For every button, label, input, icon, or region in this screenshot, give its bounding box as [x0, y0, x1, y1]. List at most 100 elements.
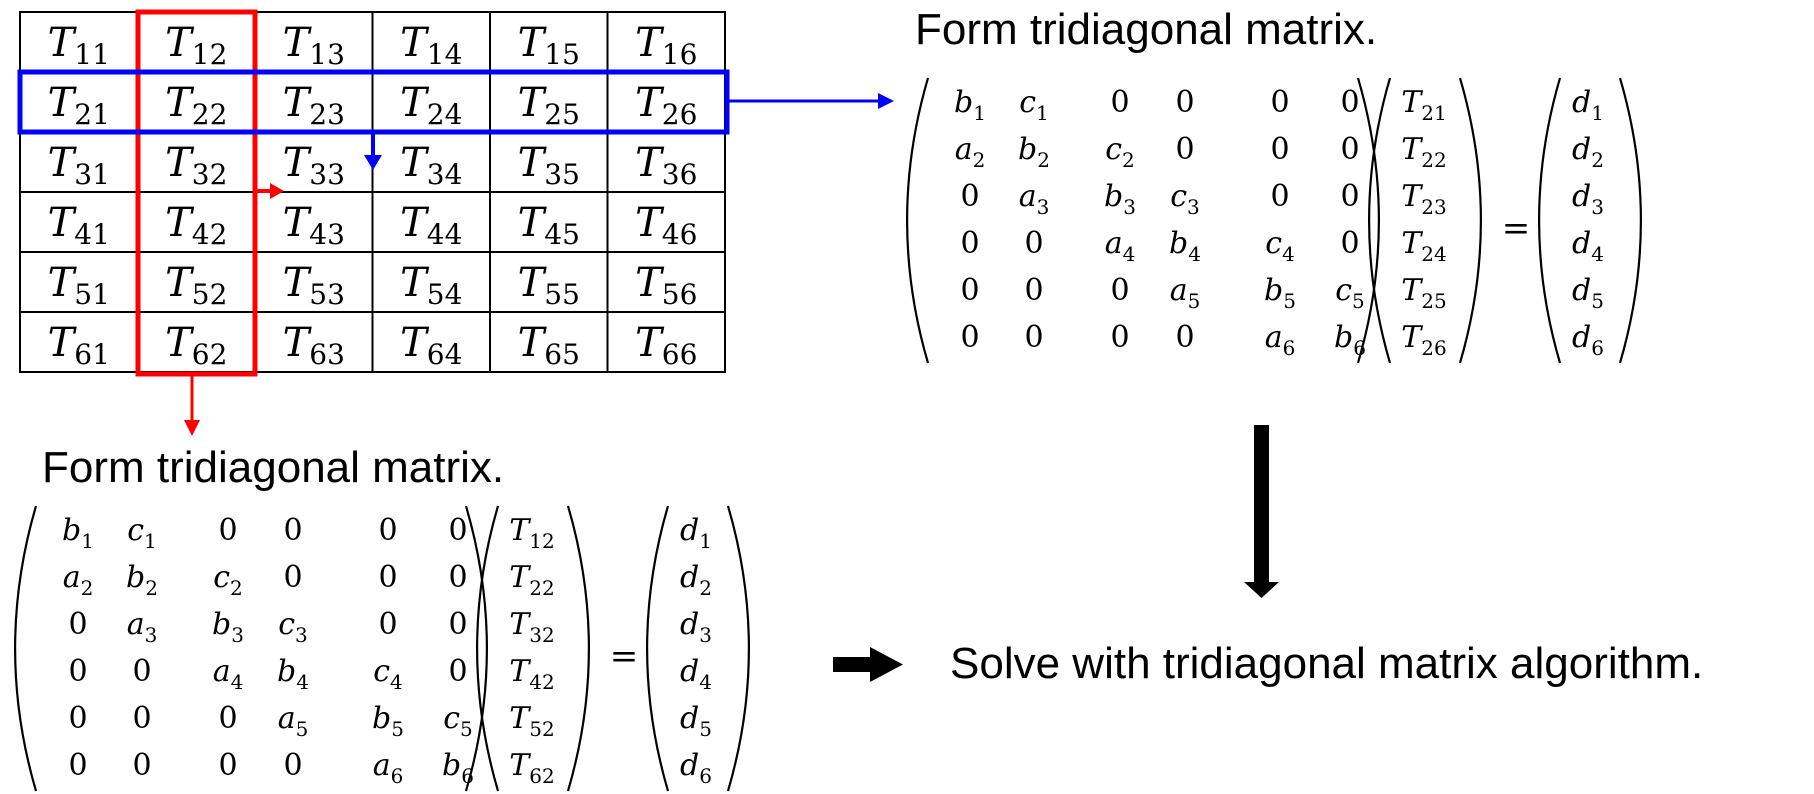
- right-paren: [1356, 77, 1380, 364]
- matrix-entry: 0: [960, 273, 979, 308]
- right-paren: [726, 505, 750, 792]
- matrix-entry: b4: [277, 654, 309, 694]
- grid-cell: T45: [518, 200, 580, 251]
- grid-cell: T42: [165, 200, 227, 251]
- grid-cell: T44: [400, 200, 462, 251]
- grid-cell: T55: [518, 260, 580, 311]
- matrix-entry: 0: [1110, 85, 1129, 120]
- matrix-entry: b3: [212, 607, 244, 647]
- grid-cell: T15: [518, 20, 580, 71]
- matrix-entry: b3: [1104, 179, 1136, 219]
- rhs-entry: d1: [1572, 85, 1604, 125]
- matrix-entry: 0: [1270, 132, 1289, 167]
- rhs-entry: d4: [1572, 226, 1604, 266]
- grid-cell: T23: [283, 80, 345, 131]
- matrix-entry: 0: [218, 701, 237, 736]
- grid-cell: T56: [635, 260, 697, 311]
- matrix-entry: a5: [278, 701, 309, 741]
- matrix-entry: 0: [1340, 85, 1359, 120]
- right-paren: [464, 505, 488, 792]
- rhs-entry: d6: [680, 748, 712, 788]
- rhs-entry: d3: [680, 607, 712, 647]
- matrix-entry: b6: [1334, 320, 1366, 360]
- matrix-entry: 0: [960, 226, 979, 261]
- matrix-entry: a6: [1265, 320, 1296, 360]
- vector-entry: T52: [509, 701, 554, 741]
- matrix-entry: c1: [127, 513, 157, 553]
- matrix-entry: 0: [68, 654, 87, 689]
- matrix-entry: 0: [1024, 226, 1043, 261]
- matrix-entry: 0: [218, 748, 237, 783]
- vector-entry: T12: [509, 513, 554, 553]
- vector-entry: T32: [509, 607, 554, 647]
- grid-cell: T66: [635, 320, 697, 371]
- red-arrow-right-icon: [255, 183, 284, 199]
- matrix-entry: 0: [960, 179, 979, 214]
- matrix-entry: 0: [448, 513, 467, 548]
- matrix-entry: 0: [218, 513, 237, 548]
- matrix-entry: 0: [448, 607, 467, 642]
- grid-cell: T43: [283, 200, 345, 251]
- matrix-entry: a3: [1019, 179, 1050, 219]
- grid-cell: T22: [165, 80, 227, 131]
- grid-cell: T33: [283, 140, 345, 191]
- matrix-entry: 0: [1175, 320, 1194, 355]
- matrix-entry: 0: [68, 607, 87, 642]
- matrix-entry: 0: [1340, 132, 1359, 167]
- vector-entry: T22: [509, 560, 554, 600]
- rhs-entry: d2: [680, 560, 712, 600]
- grid-cell: T64: [400, 320, 462, 371]
- matrix-entry: a4: [1105, 226, 1136, 266]
- matrix-entry: b5: [1264, 273, 1296, 313]
- rhs-entry: d5: [1572, 273, 1604, 313]
- grid-cell: T36: [635, 140, 697, 191]
- matrix-entry: b2: [126, 560, 158, 600]
- matrix-entry: 0: [1110, 320, 1129, 355]
- grid-cell: T31: [48, 140, 110, 191]
- grid-cell: T52: [165, 260, 227, 311]
- matrix-entry: b2: [1018, 132, 1050, 172]
- vector-entry: T24: [1401, 226, 1446, 266]
- left-paren: [476, 505, 500, 792]
- grid-cell: T62: [165, 320, 227, 371]
- matrix-entry: 0: [1110, 273, 1129, 308]
- matrix-entry: c1: [1019, 85, 1049, 125]
- top-caption: Form tridiagonal matrix.: [915, 5, 1377, 54]
- grid-cell: T46: [635, 200, 697, 251]
- blue-arrow-right-icon: [727, 93, 894, 109]
- grid-cell: T21: [48, 80, 110, 131]
- left-paren: [1538, 77, 1562, 364]
- matrix-entry: c2: [213, 560, 243, 600]
- rhs-entry: d4: [680, 654, 712, 694]
- rhs-entry: d3: [1572, 179, 1604, 219]
- grid-cell: T13: [283, 20, 345, 71]
- matrix-entry: 0: [1340, 179, 1359, 214]
- left-paren: [14, 505, 38, 792]
- grid-cell: T63: [283, 320, 345, 371]
- matrix-entry: a2: [63, 560, 94, 600]
- equals-sign: =: [610, 637, 639, 677]
- grid-cell: T34: [400, 140, 462, 191]
- vector-entry: T26: [1401, 320, 1446, 360]
- matrix-entry: c5: [443, 701, 473, 741]
- grid-cell: T16: [635, 20, 697, 71]
- matrix-entry: a4: [213, 654, 244, 694]
- rhs-entry: d2: [1572, 132, 1604, 172]
- grid-cell: T61: [48, 320, 110, 371]
- grid-cell: T41: [48, 200, 110, 251]
- matrix-entry: c3: [1170, 179, 1200, 219]
- matrix-entry: a3: [127, 607, 158, 647]
- matrix-entry: 0: [1024, 320, 1043, 355]
- vector-entry: T21: [1401, 85, 1446, 125]
- matrix-entry: 0: [1175, 132, 1194, 167]
- matrix-entry: 0: [132, 654, 151, 689]
- right-paren: [566, 505, 590, 792]
- grid-cell: T51: [48, 260, 110, 311]
- matrix-entry: 0: [1024, 273, 1043, 308]
- matrix-entry: b5: [372, 701, 404, 741]
- matrix-entry: 0: [68, 748, 87, 783]
- matrix-entry: 0: [283, 748, 302, 783]
- matrix-entry: 0: [132, 701, 151, 736]
